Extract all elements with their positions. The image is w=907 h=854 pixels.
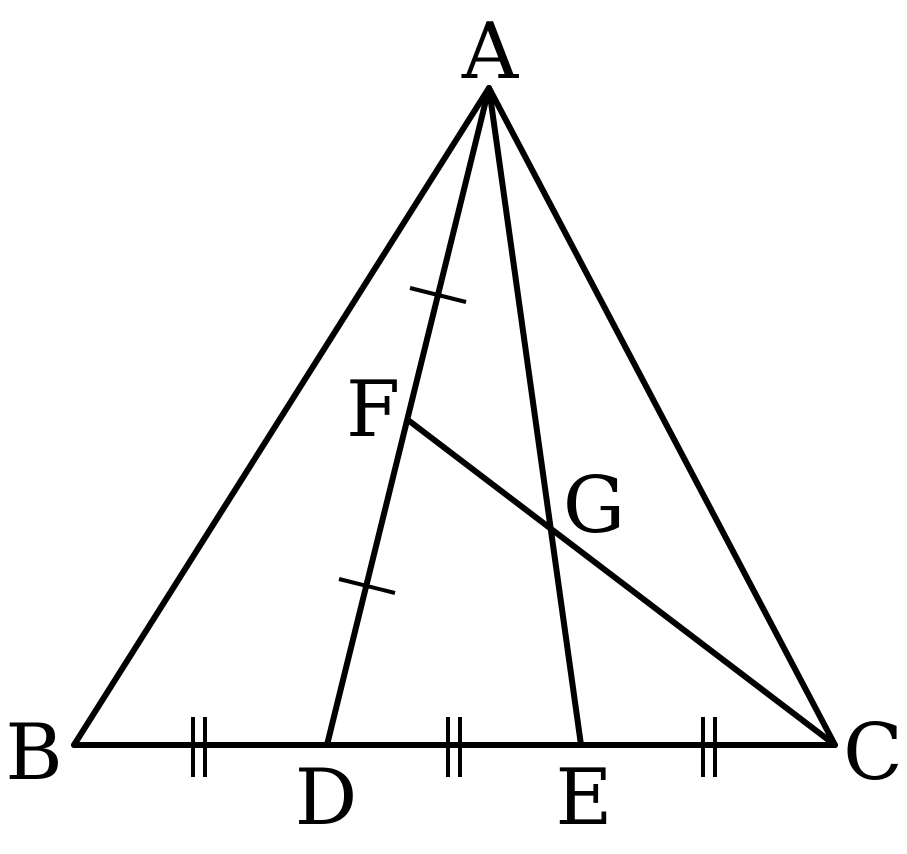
tick-mark-af — [409, 286, 467, 304]
label-a: A — [461, 7, 520, 97]
label-b: B — [5, 708, 62, 798]
label-c: C — [843, 708, 903, 798]
segment-ab — [71, 85, 492, 748]
tick-mark-fd — [338, 577, 396, 595]
double-tick-bd — [191, 717, 207, 777]
double-tick-de — [446, 717, 462, 777]
label-d: D — [295, 753, 358, 843]
segment-ae — [486, 85, 584, 748]
label-e: E — [556, 753, 613, 843]
segment-fc — [405, 417, 838, 748]
segment-ac — [486, 85, 838, 748]
double-tick-ec — [701, 717, 717, 777]
label-f: F — [346, 365, 400, 455]
label-g: G — [563, 461, 625, 551]
segment-ad — [324, 85, 492, 748]
